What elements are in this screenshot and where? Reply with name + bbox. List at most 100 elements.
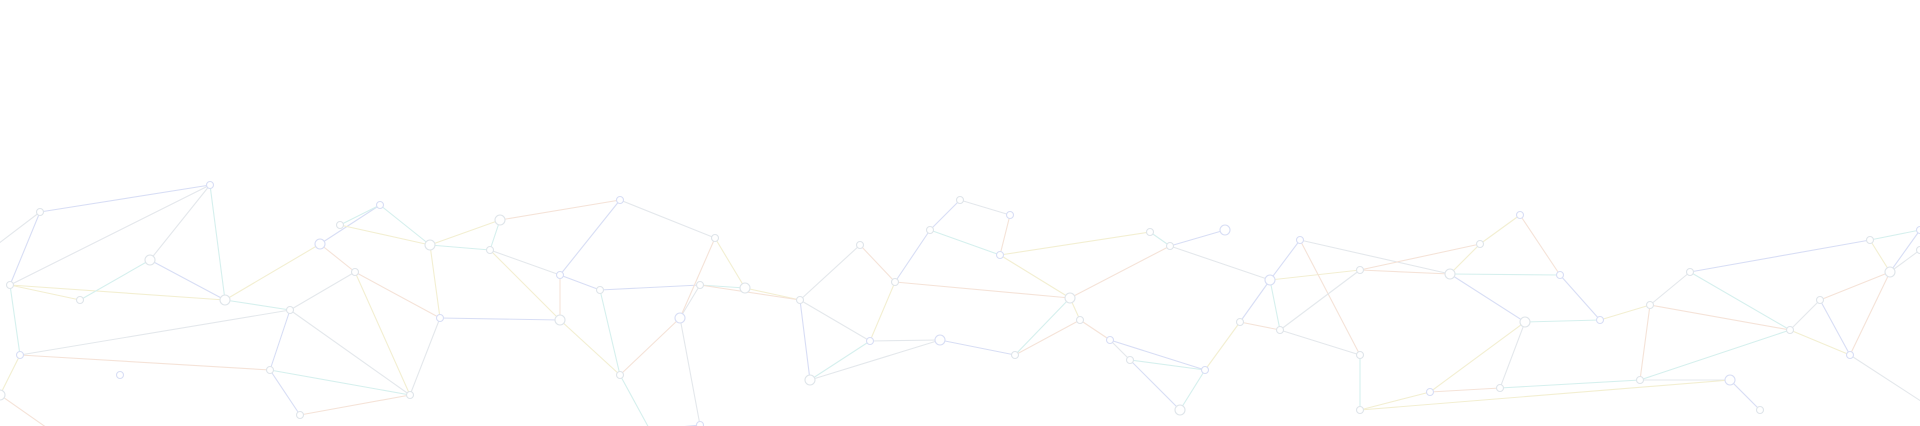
mesh-node — [1165, 241, 1175, 251]
mesh-edge — [699, 284, 746, 289]
mesh-edge — [489, 249, 561, 321]
mesh-edge — [1269, 239, 1301, 281]
mesh-edge — [354, 271, 441, 319]
mesh-edge — [1559, 274, 1601, 321]
mesh-node — [1355, 265, 1365, 275]
mesh-node — [1235, 317, 1245, 327]
mesh-node — [1355, 350, 1365, 360]
mesh-edge — [269, 309, 291, 371]
mesh-edge — [0, 354, 21, 396]
mesh-edge — [409, 317, 441, 396]
mesh-node — [1515, 210, 1525, 220]
mesh-node — [1145, 227, 1155, 237]
mesh-edge — [1359, 269, 1451, 275]
mesh-edge — [679, 237, 716, 319]
mesh-node — [595, 285, 605, 295]
mesh-edge — [1869, 239, 1891, 273]
mesh-edge — [1069, 245, 1171, 299]
mesh-node — [485, 245, 495, 255]
mesh-edge — [869, 339, 941, 342]
mesh-edge — [1889, 249, 1920, 273]
mesh-node — [1425, 387, 1435, 397]
mesh-edge — [339, 224, 431, 246]
mesh-node — [1845, 350, 1855, 360]
mesh-node — [424, 239, 436, 251]
mesh-node — [615, 195, 625, 205]
mesh-edge — [9, 284, 21, 356]
mesh-edge — [319, 204, 381, 245]
mesh-node — [855, 240, 865, 250]
mesh-edge — [1149, 231, 1171, 247]
mesh-edge — [619, 199, 716, 239]
mesh-node — [1495, 383, 1505, 393]
mesh-node — [335, 220, 345, 230]
mesh-node — [1915, 225, 1920, 235]
mesh-node — [1915, 245, 1920, 255]
mesh-edge — [959, 199, 1011, 216]
mesh-edge — [1129, 359, 1181, 411]
mesh-edge — [1649, 271, 1691, 306]
mesh-edge — [1169, 245, 1271, 281]
mesh-edge — [1849, 354, 1920, 402]
mesh-edge — [289, 309, 411, 396]
mesh-node — [0, 389, 6, 401]
mesh-node — [295, 410, 305, 420]
mesh-edge — [1269, 269, 1361, 281]
mesh-edge — [1299, 239, 1361, 356]
mesh-node — [75, 295, 85, 305]
mesh-edge — [339, 204, 381, 226]
mesh-edge — [1479, 214, 1521, 245]
mesh-edge — [209, 184, 226, 301]
mesh-edge — [39, 184, 211, 213]
mesh-edge — [559, 199, 621, 276]
mesh-edge — [894, 281, 1071, 299]
mesh-node — [695, 280, 705, 290]
mesh-node — [1865, 235, 1875, 245]
mesh-edge — [19, 309, 291, 356]
mesh-edge — [1279, 329, 1361, 356]
mesh-node — [1200, 365, 1210, 375]
mesh-edge — [1109, 339, 1131, 361]
mesh-edge — [1429, 321, 1526, 393]
mesh-edge — [0, 394, 46, 426]
mesh-node — [1174, 404, 1186, 416]
mesh-edge — [9, 184, 211, 286]
mesh-node — [494, 214, 506, 226]
mesh-edge — [1269, 279, 1281, 331]
mesh-edge — [1599, 304, 1651, 321]
mesh-node — [925, 225, 935, 235]
mesh-edge — [1789, 299, 1821, 331]
mesh-edge — [1429, 387, 1501, 393]
mesh-node — [1475, 239, 1485, 249]
mesh-edge — [1359, 379, 1731, 411]
mesh-edge — [1729, 379, 1761, 411]
mesh-edge — [799, 299, 871, 342]
mesh-edge — [299, 394, 411, 416]
mesh-node — [435, 313, 445, 323]
mesh-edge — [319, 243, 356, 273]
mesh-edge — [379, 204, 431, 246]
mesh-node — [115, 370, 125, 380]
mesh-edge — [1849, 271, 1891, 356]
mesh-edge — [1169, 229, 1226, 247]
mesh-node — [1219, 224, 1231, 236]
mesh-edge — [929, 199, 961, 231]
mesh-node — [1785, 325, 1795, 335]
mesh-node — [1125, 355, 1135, 365]
mesh-node — [934, 334, 946, 346]
mesh-edge — [1649, 304, 1791, 331]
mesh-node — [1355, 405, 1365, 415]
mesh-edges — [0, 184, 1920, 426]
mesh-edge — [699, 284, 801, 301]
mesh-edge — [559, 274, 601, 291]
mesh-edge — [149, 259, 226, 301]
mesh-node — [955, 195, 965, 205]
mesh-edge — [9, 284, 226, 301]
mesh-node — [1264, 274, 1276, 286]
mesh-node — [1595, 315, 1605, 325]
mesh-edge — [809, 340, 871, 381]
mesh-node — [1105, 335, 1115, 345]
mesh-edge — [9, 211, 41, 286]
mesh-edge — [559, 319, 621, 376]
mesh-node — [405, 390, 415, 400]
